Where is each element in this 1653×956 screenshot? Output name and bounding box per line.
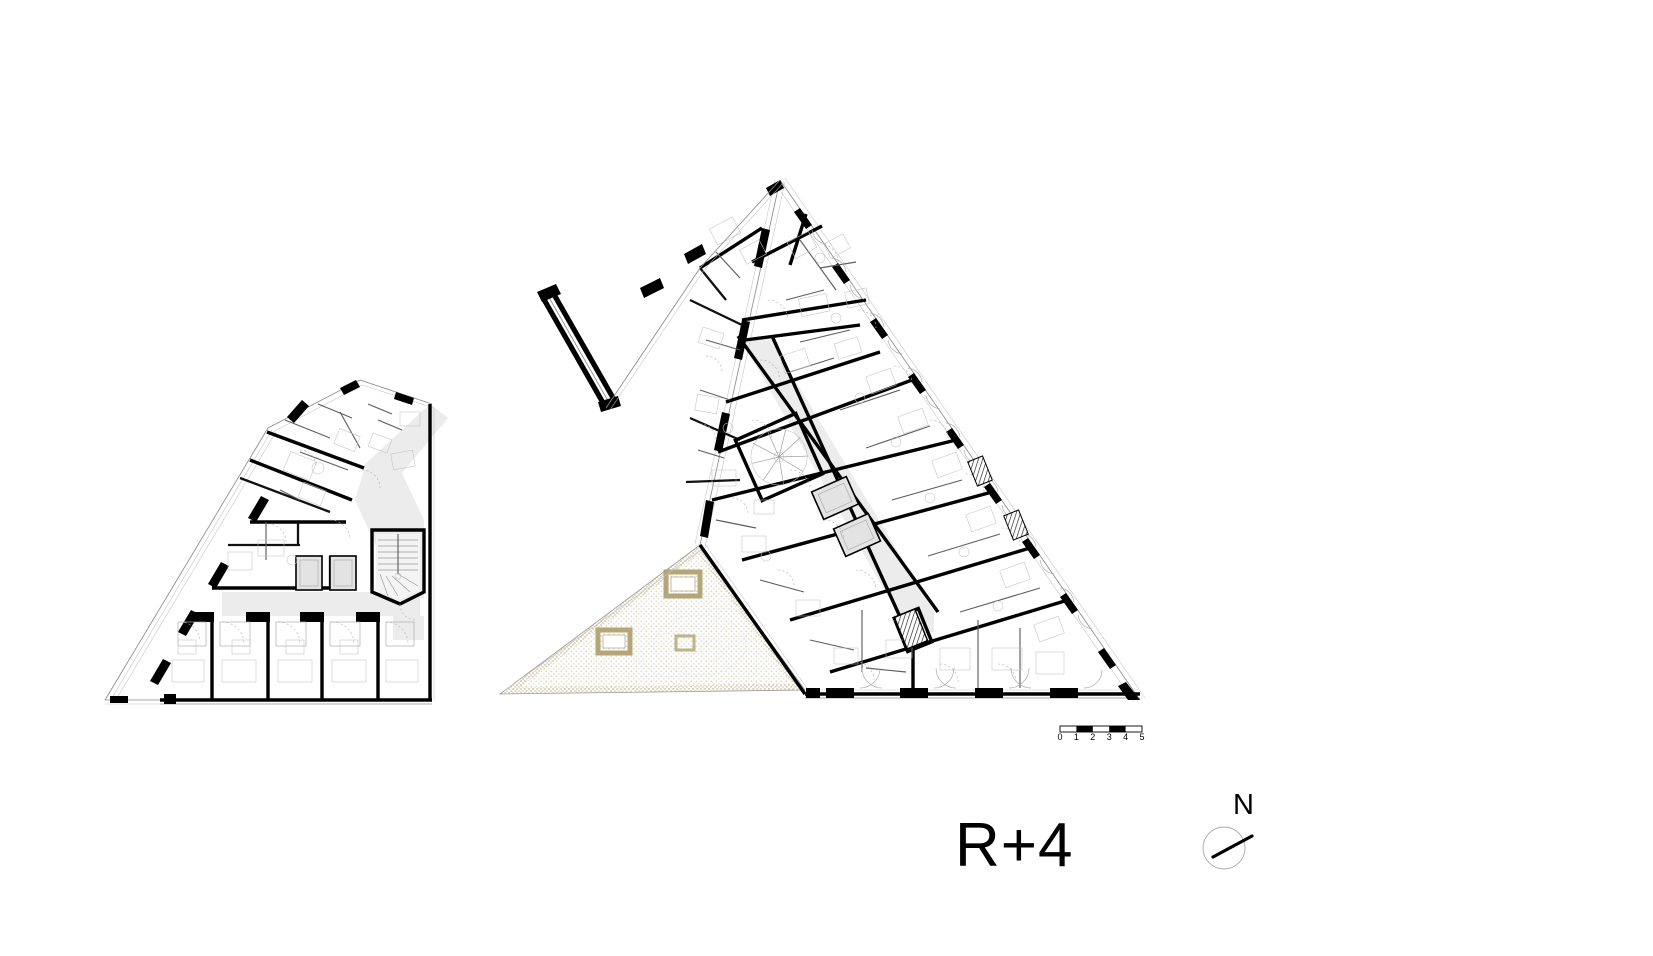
west-service-shafts <box>295 555 357 591</box>
north-arrow <box>1202 826 1254 870</box>
west-wing <box>104 379 448 705</box>
west-upper-units <box>284 403 403 471</box>
structural-columns <box>893 455 1029 650</box>
east-fixtures <box>694 231 1065 675</box>
scale-bar-graphic <box>1059 725 1143 733</box>
east-facade-walls <box>766 180 1140 700</box>
scale-tick-label: 4 <box>1123 732 1128 742</box>
scale-tick-label: 1 <box>1074 732 1079 742</box>
east-spiral-stair-core <box>733 411 825 503</box>
east-interior-partitions <box>697 239 1041 688</box>
scale-tick-label: 5 <box>1139 732 1144 742</box>
courtyard-planter <box>674 634 696 652</box>
scale-tick-label: 3 <box>1107 732 1112 742</box>
north-label: N <box>1233 789 1254 821</box>
east-apex-unit <box>605 179 785 411</box>
courtyard-planter <box>663 569 703 599</box>
west-south-wall <box>160 694 432 705</box>
scale-tick-label: 0 <box>1057 732 1062 742</box>
west-facade-walls <box>110 380 414 703</box>
courtyard-terrace <box>498 544 806 695</box>
east-elevator-bank <box>810 475 882 558</box>
west-east-edge <box>428 404 435 700</box>
west-corridor <box>222 404 448 640</box>
courtyard-planter <box>595 627 633 656</box>
west-stair-core <box>370 528 426 606</box>
door-swing <box>179 621 409 645</box>
door-swing <box>267 449 417 621</box>
studio-furniture <box>171 639 419 683</box>
east-facade-south <box>805 689 1140 699</box>
scale-bar-labels: 0 1 2 3 4 5 <box>1057 732 1144 742</box>
west-unit-fixtures <box>227 411 421 571</box>
spiral-treads <box>752 429 809 485</box>
west-studio-row <box>171 612 419 700</box>
east-courtyard-edge <box>698 543 810 695</box>
scale-tick-label: 2 <box>1090 732 1095 742</box>
party-wall-double <box>537 284 621 412</box>
south-door-swings <box>859 667 1103 689</box>
scale-bar: 0 1 2 3 4 5 <box>1057 725 1145 742</box>
studio-bathroom <box>177 621 415 647</box>
level-label: R+4 <box>955 811 1074 881</box>
east-wing <box>537 177 1146 703</box>
